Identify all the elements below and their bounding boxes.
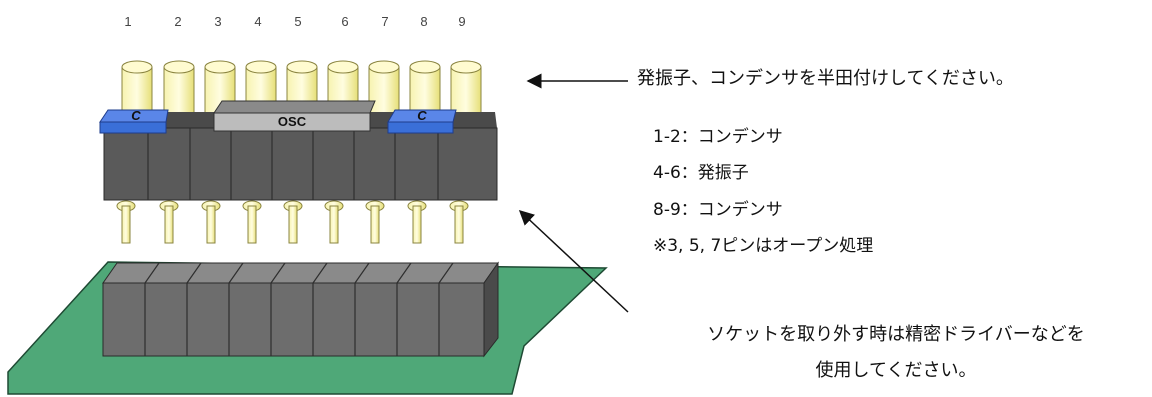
bottom-pin xyxy=(201,200,221,244)
bottom-pin xyxy=(365,200,385,244)
capacitor-left: C xyxy=(99,108,169,134)
pin-assignment-line: 4-6：発振子 xyxy=(653,163,749,183)
pin-number: 9 xyxy=(458,14,465,29)
bottom-pin xyxy=(242,200,262,244)
pin-number: 3 xyxy=(214,14,221,29)
pin-number: 5 xyxy=(294,14,301,29)
warning-line: ソケットを取り外す時は精密ドライバーなどを xyxy=(707,324,1085,345)
removal-warning: ソケットを取り外す時は精密ドライバーなどを 使用してください。 xyxy=(640,317,1152,389)
pin-number: 6 xyxy=(341,14,348,29)
capacitor-label: C xyxy=(417,108,427,123)
bottom-pin xyxy=(116,200,136,244)
warning-line: 使用してください。 xyxy=(815,360,977,381)
pin-number: 2 xyxy=(174,14,181,29)
pin-sleeve xyxy=(327,60,359,128)
socket-base xyxy=(102,261,499,358)
bottom-pin xyxy=(159,200,179,244)
oscillator-label: OSC xyxy=(278,114,307,129)
pin-assignment-line: 1-2：コンデンサ xyxy=(653,127,783,147)
bottom-pin xyxy=(449,200,469,244)
pin-assignment-line: ※3, 5, 7ピンはオープン処理 xyxy=(653,236,874,256)
pin-numbers: 1 2 3 4 5 6 7 8 9 xyxy=(124,14,465,29)
pin-number: 7 xyxy=(381,14,388,29)
capacitor-label: C xyxy=(131,108,141,123)
bottom-pin xyxy=(407,200,427,244)
capacitor-right: C xyxy=(387,108,457,134)
pin-number: 8 xyxy=(420,14,427,29)
solder-instruction: 発振子、コンデンサを半田付けしてください。 xyxy=(637,68,1014,89)
pin-number: 4 xyxy=(254,14,261,29)
oscillator: OSC xyxy=(213,100,376,132)
bottom-arrow xyxy=(518,209,629,313)
pin-header-body xyxy=(103,127,498,201)
bottom-pin xyxy=(283,200,303,244)
pin-assignment-line: 8-9：コンデンサ xyxy=(653,200,783,220)
bottom-pin xyxy=(324,200,344,244)
bottom-pins xyxy=(116,200,469,244)
pin-number: 1 xyxy=(124,14,131,29)
